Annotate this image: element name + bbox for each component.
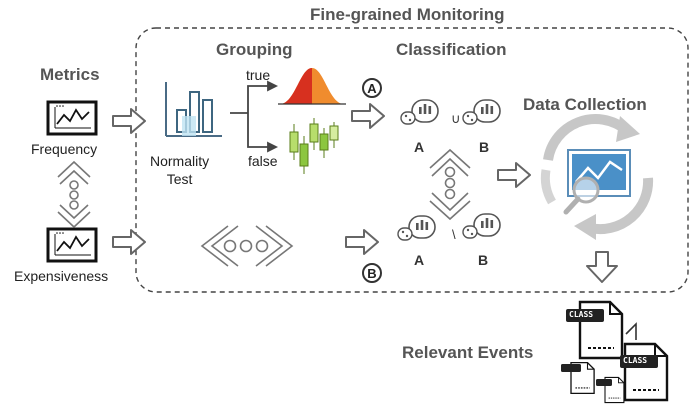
arrow-data-collection-to-events: [586, 251, 618, 283]
set-a-label-top: A: [414, 139, 425, 155]
difference-operator: \: [452, 227, 456, 242]
set-a-server-icon-bottom: [397, 215, 436, 241]
file-class-tag: CLASS: [569, 310, 594, 319]
arrow-grouping-to-classification-a: [351, 103, 385, 129]
set-b-server-icon-bottom: [462, 213, 501, 239]
metrics-heading: Metrics: [40, 65, 100, 84]
file-class-tag-right: CLASS: [623, 356, 648, 365]
classification-heading: Classification: [396, 40, 507, 59]
arrow-classification-to-data-collection: [497, 162, 531, 188]
set-b-label-top: B: [479, 139, 490, 155]
true-branch-label: true: [246, 67, 271, 83]
frequency-metric-icon: [46, 100, 98, 136]
expensiveness-label: Expensiveness: [14, 268, 109, 284]
event-file-icons: [561, 300, 669, 404]
relevant-events-heading: Relevant Events: [402, 343, 534, 362]
expensiveness-metric-icon: [46, 227, 98, 263]
set-b-label-bottom: B: [478, 252, 489, 268]
case-b-marker: B: [362, 263, 382, 283]
diagram-title: Fine-grained Monitoring: [310, 5, 505, 24]
data-collection-cycle-icon: [540, 114, 654, 240]
monitoring-region: [135, 27, 689, 293]
false-branch-label: false: [248, 153, 278, 169]
frequency-label: Frequency: [31, 141, 98, 157]
set-b-server-icon-top: [462, 99, 501, 125]
event-file-icon-right: [623, 342, 669, 402]
candlestick-chart-icon: [289, 118, 339, 174]
case-a-marker: A: [362, 78, 382, 98]
data-collection-heading: Data Collection: [523, 95, 647, 114]
vertical-chevron-connector-middle: [429, 148, 471, 221]
arrow-frequency-to-grouping: [112, 108, 146, 134]
vertical-chevron-connector-left: [57, 160, 91, 229]
horizontal-chevron-connector: [200, 225, 294, 267]
arrow-expensiveness-to-grouping: [112, 229, 146, 255]
branch-connector: [230, 80, 279, 153]
set-a-server-icon-top: [400, 99, 439, 125]
grouping-heading: Grouping: [216, 40, 293, 59]
normal-distribution-icon: [278, 68, 346, 105]
normality-test-label: Normality Test: [150, 153, 210, 187]
normality-test-icon: [165, 82, 222, 137]
arrow-grouping-to-classification-b: [345, 229, 379, 255]
union-operator: ∪: [451, 111, 461, 126]
set-a-label-bottom: A: [414, 252, 425, 268]
